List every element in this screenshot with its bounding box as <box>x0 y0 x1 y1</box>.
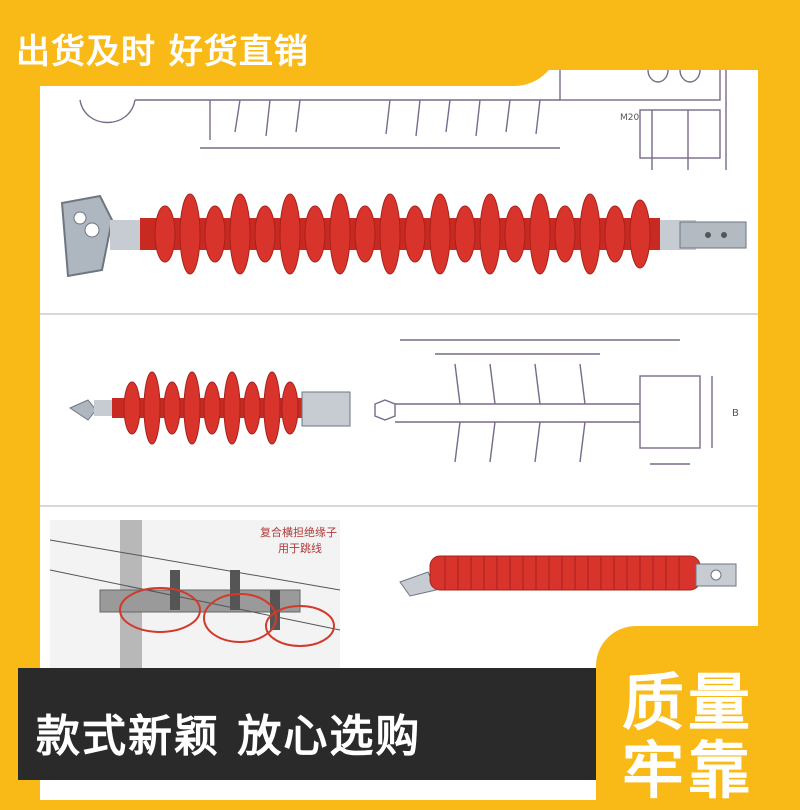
bottom-bar-text: 款式新颖 放心选购 <box>36 711 422 762</box>
long-insulator <box>60 193 747 278</box>
jumper-insulator <box>399 555 737 597</box>
bottom-bar <box>18 668 598 780</box>
short-insulator <box>68 371 351 445</box>
badge-line1: 质量 <box>622 666 755 739</box>
annotation-line2: 用于跳线 <box>278 541 322 555</box>
quality-badge <box>596 626 800 800</box>
pole-installation-photo <box>49 520 341 690</box>
top-banner <box>0 0 560 86</box>
badge-line2: 牢靠 <box>622 734 755 807</box>
top-technical-drawing <box>79 70 727 170</box>
short-insulator-drawing <box>374 339 713 465</box>
annotation-line1: 复合横担绝缘子 <box>260 525 337 539</box>
thread-label: M20 <box>620 113 639 123</box>
dimension-b-label: B <box>732 408 739 419</box>
top-banner-text: 出货及时 好货直销 <box>16 32 309 72</box>
insulator-illustrations: M20 <box>40 70 758 690</box>
